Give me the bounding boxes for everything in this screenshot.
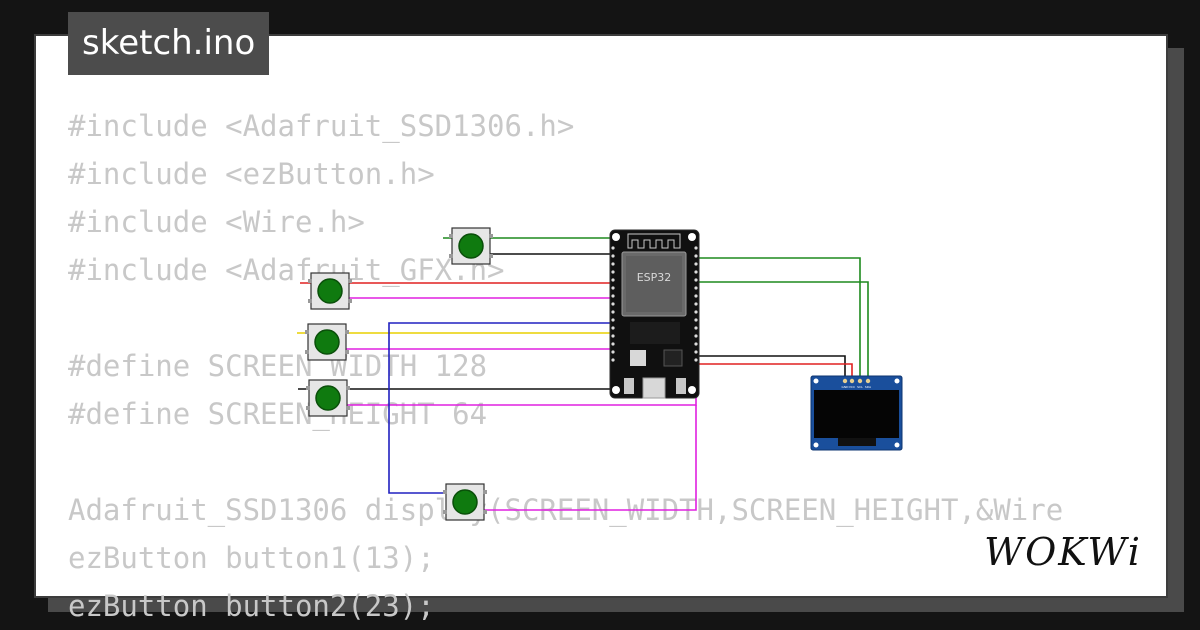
code-line: #include <Wire.h> (68, 205, 365, 239)
wokwi-logo: WOKWi (984, 530, 1142, 574)
wire-green (696, 257, 861, 380)
wire-magenta (484, 405, 697, 511)
wire-green (696, 281, 869, 380)
oled-pin-label: GND (842, 385, 850, 389)
code-line: ezButton button2(23); (68, 589, 435, 623)
oled-display[interactable]: GND VCC SCL SDA (810, 375, 903, 451)
wire-red (696, 363, 853, 380)
push-button[interactable] (308, 272, 352, 310)
code-line: #include <Adafruit_SSD1306.h> (68, 109, 575, 143)
wire-black (696, 355, 846, 380)
oled-pin-label: SDA (865, 385, 872, 389)
project-card: #include <Adafruit_SSD1306.h> #include <e… (34, 34, 1168, 623)
oled-pin-label: VCC (849, 385, 855, 389)
file-tab[interactable]: sketch.ino (68, 12, 270, 75)
oled-pin-label: SCL (857, 385, 863, 389)
chip-label: ESP32 (637, 271, 672, 284)
push-button[interactable] (306, 379, 350, 417)
wire-blue (388, 322, 612, 494)
code-line: #define SCREEN_WIDTH 128 (68, 349, 488, 383)
push-button[interactable] (449, 227, 493, 265)
code-line: #include <ezButton.h> (68, 157, 435, 191)
logo-text: WOKWi (984, 530, 1142, 574)
push-button[interactable] (443, 483, 487, 521)
push-button[interactable] (305, 323, 349, 361)
esp32-board[interactable]: ESP32 (609, 229, 700, 399)
code-line: ezButton button1(13); (68, 541, 435, 575)
